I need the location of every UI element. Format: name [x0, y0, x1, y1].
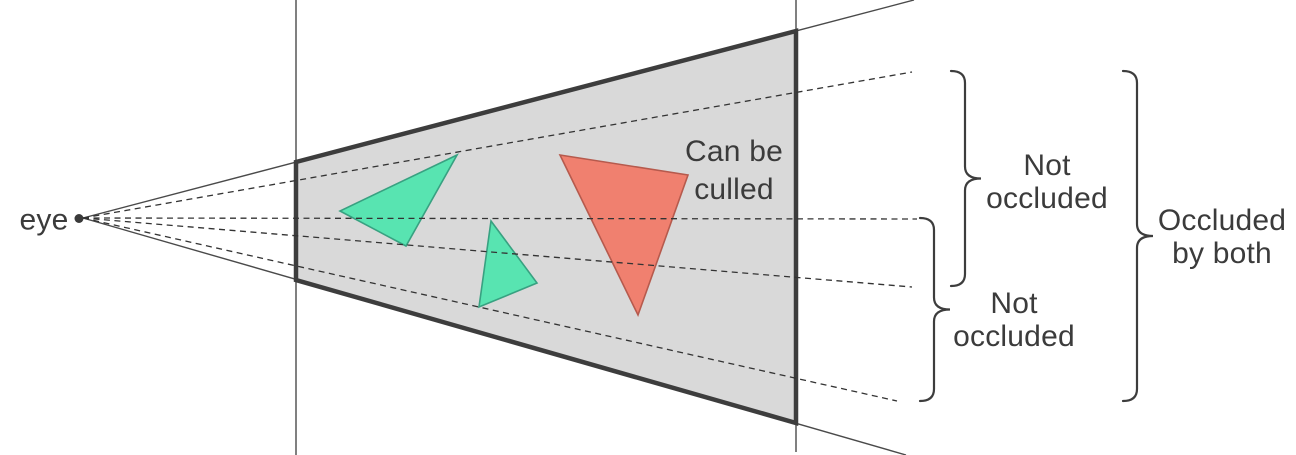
occluder2-upper-shadow-dashed-line: [82, 217, 918, 220]
not-occluded-upper-label: Not occluded: [986, 149, 1108, 215]
culled-triangle: [558, 153, 690, 318]
occluder2-lower-shadow-dashed-line: [82, 217, 898, 402]
occluder-triangle-1: [338, 153, 459, 248]
occluder1-upper-shadow-dashed-line: [82, 71, 913, 219]
can-be-culled-label: Can be culled: [685, 135, 783, 206]
not-occluded-lower-label: Not occluded: [953, 287, 1075, 353]
occluder1-lower-shadow-dashed-line: [82, 217, 913, 288]
occluded-by-both-label: Occluded by both: [1157, 204, 1287, 270]
brace-not-occluded-lower: [918, 216, 951, 403]
brace-not-occluded-upper: [949, 69, 982, 288]
eye-label: eye: [19, 203, 69, 237]
occluder-triangle-2: [478, 218, 539, 309]
eye-dot: [74, 214, 84, 223]
view-frustum-region: [293, 28, 799, 426]
brace-occluded-by-both: [1121, 69, 1154, 403]
